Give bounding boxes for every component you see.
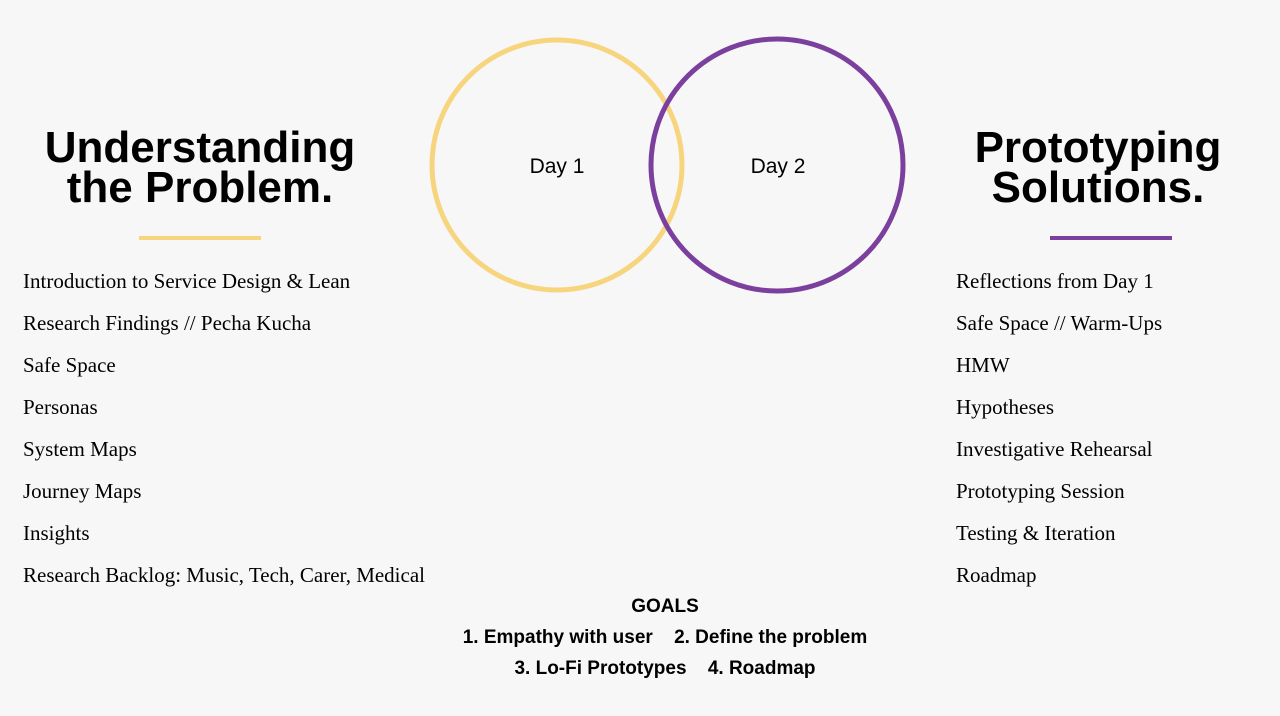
day2-agenda-item: Safe Space // Warm-Ups — [956, 311, 1163, 335]
goals-section: GOALS 1. Empathy with user 2. Define the… — [330, 591, 1000, 684]
day1-agenda-item: System Maps — [23, 437, 137, 461]
goals-row: 1. Empathy with user 2. Define the probl… — [330, 622, 1000, 653]
day1-agenda-item: Insights — [23, 521, 90, 545]
day1-agenda-item: Research Backlog: Music, Tech, Carer, Me… — [23, 563, 425, 587]
day1-agenda-list: Introduction to Service Design & Lean Re… — [23, 267, 425, 603]
goal-item: 3. Lo-Fi Prototypes — [514, 658, 687, 679]
goals-heading: GOALS — [631, 596, 699, 617]
goal-item: 2. Define the problem — [674, 627, 868, 648]
day1-agenda-item: Introduction to Service Design & Lean — [23, 269, 351, 293]
goal-item: 1. Empathy with user — [462, 627, 653, 648]
day2-agenda-item: Investigative Rehearsal — [956, 437, 1153, 461]
goal-item: 4. Roadmap — [707, 658, 816, 679]
day2-agenda-item: Hypotheses — [956, 395, 1054, 419]
day1-title-line1: Understanding — [44, 123, 356, 172]
day2-label: Day 2 — [751, 155, 806, 178]
day1-accent-line — [139, 236, 261, 240]
day2-agenda-item: Roadmap — [956, 563, 1037, 587]
day1-agenda-item: Research Findings // Pecha Kucha — [23, 311, 312, 335]
day2-agenda-item: Prototyping Session — [956, 479, 1125, 503]
day2-accent-line — [1050, 236, 1172, 240]
day1-title: Understanding the Problem. — [20, 126, 380, 210]
day2-agenda-item: Testing & Iteration — [956, 521, 1116, 545]
day2-agenda-list: Reflections from Day 1 Safe Space // War… — [956, 267, 1162, 603]
day2-circle — [648, 36, 906, 294]
day2-agenda-item: Reflections from Day 1 — [956, 269, 1154, 293]
day2-title-line2: Solutions. — [991, 163, 1205, 212]
day2-title-line1: Prototyping — [974, 123, 1222, 172]
day1-agenda-item: Personas — [23, 395, 98, 419]
day2-title: Prototyping Solutions. — [918, 126, 1278, 210]
day1-agenda-item: Journey Maps — [23, 479, 142, 503]
day1-agenda-item: Safe Space — [23, 353, 116, 377]
day1-label: Day 1 — [530, 155, 585, 178]
day1-circle — [429, 37, 685, 293]
goals-row: 3. Lo-Fi Prototypes 4. Roadmap — [330, 653, 1000, 684]
day1-title-line2: the Problem. — [66, 163, 334, 212]
day2-agenda-item: HMW — [956, 353, 1010, 377]
